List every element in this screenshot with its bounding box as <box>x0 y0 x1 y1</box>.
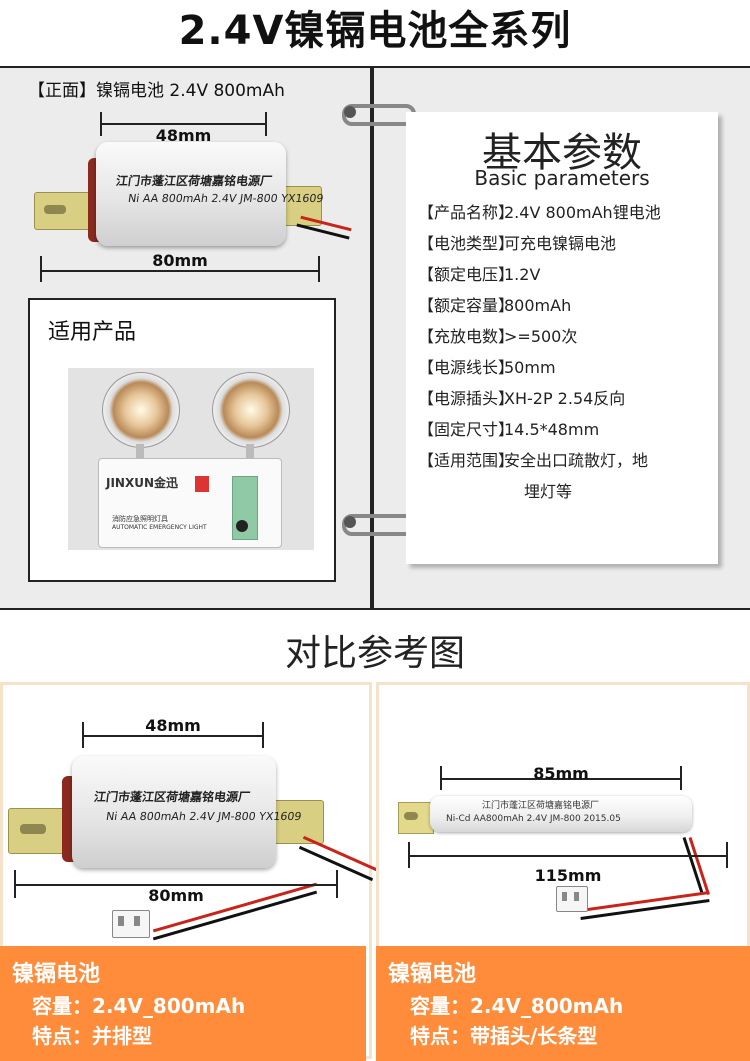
param-key: 【固定尺寸】 <box>418 420 515 439</box>
battery-capacity: 容量：2.4V_800mAh <box>410 994 624 1018</box>
lamp-test-button <box>236 520 248 532</box>
param-row: 【固定尺寸】14.5*48mm <box>418 414 661 445</box>
comparison-title: 对比参考图 <box>284 633 465 674</box>
battery-tab-right <box>270 800 324 844</box>
battery-pack <box>72 756 276 868</box>
param-row: 【电源线长】50mm <box>418 352 661 383</box>
battery-feature: 特点：并排型 <box>32 1024 152 1048</box>
ring-hole <box>344 106 356 118</box>
lamp-red-label <box>195 476 209 492</box>
param-value: 2.4V 800mAh锂电池 <box>504 203 661 222</box>
param-key: 【产品名称】 <box>418 203 515 222</box>
dim-tick <box>318 256 320 282</box>
battery-print-line2: Ni-Cd AA800mAh 2.4V JM-800 2015.05 <box>446 814 621 824</box>
dim-tick <box>40 256 42 282</box>
param-key: 【适用范围】 <box>418 451 515 470</box>
connector-pin <box>134 916 140 926</box>
tab-hole <box>44 205 66 214</box>
battery-capacity: 容量：2.4V_800mAh <box>32 994 246 1018</box>
param-row: 【适用范围】安全出口疏散灯，地 <box>418 445 661 476</box>
battery-name: 镍镉电池 <box>388 962 477 987</box>
param-key: 【充放电数】 <box>418 327 515 346</box>
compare-footer-left <box>0 946 366 1061</box>
width-dimension: 48mm <box>155 126 212 145</box>
param-value: XH-2P 2.54反向 <box>504 389 626 408</box>
battery-name: 镍镉电池 <box>12 962 101 987</box>
param-key: 【电源线长】 <box>418 358 515 377</box>
applicable-product-title: 适用产品 <box>48 320 137 345</box>
param-value: 800mAh <box>504 296 572 315</box>
battery-print-line2: Ni AA 800mAh 2.4V JM-800 YX1609 <box>105 810 303 823</box>
lamp-brand: JINXUN金迅 <box>106 476 179 490</box>
length-dimension: 115mm <box>534 866 602 885</box>
param-key: 【额定电压】 <box>418 265 515 284</box>
param-row: 【额定电压】1.2V <box>418 259 661 290</box>
param-row: 【充放电数】>=500次 <box>418 321 661 352</box>
connector-pin <box>574 892 579 901</box>
battery-print-line1: 江门市蓬江区荷塘嘉铭电源厂 <box>115 174 273 188</box>
param-row: 【电源插头】XH-2P 2.54反向 <box>418 383 661 414</box>
battery-pack <box>96 142 286 246</box>
length-dimension-line <box>40 270 320 272</box>
lamp-neck <box>246 444 254 460</box>
ring-hole <box>344 516 356 528</box>
parameter-card <box>406 112 718 564</box>
battery-feature: 特点：带插头/长条型 <box>410 1024 598 1048</box>
param-key: 【电源插头】 <box>418 389 515 408</box>
length-dimension: 80mm <box>152 251 208 270</box>
lamp-head-left <box>102 372 180 448</box>
param-value: >=500次 <box>504 327 578 346</box>
battery-print-line1: 江门市蓬江区荷塘嘉铭电源厂 <box>482 801 600 811</box>
tab-hole <box>404 812 418 820</box>
parameter-title: 基本参数 <box>482 130 642 176</box>
param-row-continued: 埋灯等 <box>524 482 573 501</box>
length-dimension-line <box>14 884 338 886</box>
param-row: 【额定容量】800mAh <box>418 290 661 321</box>
width-dimension-line <box>82 735 264 737</box>
tab-hole <box>20 824 46 834</box>
param-row: 【产品名称】2.4V 800mAh锂电池 <box>418 197 661 228</box>
connector-pin <box>562 892 567 901</box>
width-dimension: 48mm <box>145 716 201 735</box>
param-value: 14.5*48mm <box>504 420 600 439</box>
parameter-list: 【产品名称】2.4V 800mAh锂电池 【电池类型】可充电镍镉电池 【额定电压… <box>418 197 661 507</box>
lamp-caption-en: AUTOMATIC EMERGENCY LIGHT <box>112 524 207 531</box>
width-dimension-line <box>440 778 682 780</box>
battery-print-line2: Ni AA 800mAh 2.4V JM-800 YX1609 <box>127 192 325 205</box>
param-value: 可充电镍镉电池 <box>504 234 617 253</box>
long-battery <box>430 796 692 832</box>
compare-footer-right <box>376 946 750 1061</box>
xh-connector <box>556 886 588 912</box>
parameter-subtitle: Basic parameters <box>474 166 650 190</box>
width-dimension: 85mm <box>533 764 589 783</box>
binder-divider <box>370 66 374 608</box>
lamp-head-right <box>212 372 290 448</box>
front-view-label: 【正面】镍镉电池 2.4V 800mAh <box>28 81 285 101</box>
param-row: 【电池类型】可充电镍镉电池 <box>418 228 661 259</box>
width-dimension-line <box>100 123 267 125</box>
length-dimension-line <box>408 855 728 857</box>
param-value: 安全出口疏散灯，地 <box>504 451 649 470</box>
param-key: 【电池类型】 <box>418 234 515 253</box>
param-value: 50mm <box>504 358 556 377</box>
lamp-neck <box>136 444 144 460</box>
length-dimension: 80mm <box>148 886 204 905</box>
lamp-caption-cn: 消防应急照明灯具 <box>112 515 168 523</box>
battery-print-line1: 江门市蓬江区荷塘嘉铭电源厂 <box>93 790 251 804</box>
connector-pin <box>118 916 124 926</box>
param-key: 【额定容量】 <box>418 296 515 315</box>
page-title: 2.4V镍镉电池全系列 <box>178 8 572 54</box>
param-value: 1.2V <box>504 265 541 284</box>
